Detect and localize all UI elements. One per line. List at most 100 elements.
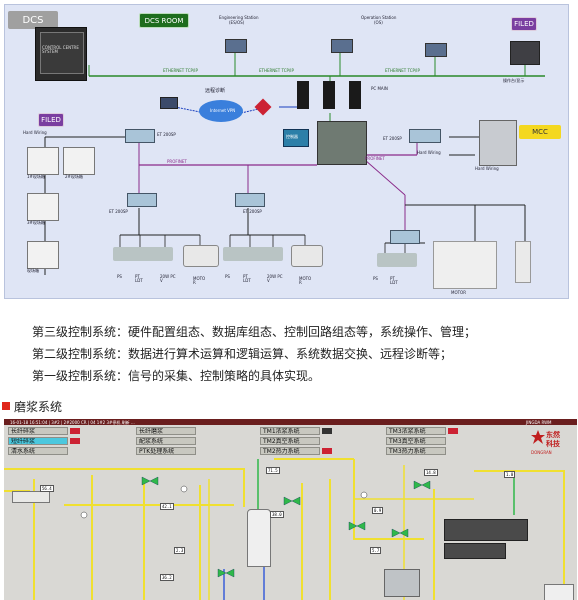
dcs-room-label: DCS ROOM: [139, 13, 189, 28]
hardwiring-label-2: Hard Wiring: [417, 150, 441, 155]
instrument-label-motor-1: MOTO R: [193, 276, 206, 285]
readout-value: 71.5: [266, 467, 280, 474]
dcs-architecture-diagram: DCS CONTROL CENTRE SYSTEM DCS ROOM Engin…: [4, 4, 569, 299]
vessel-bottom-right: [544, 584, 574, 600]
logo-line-2: 科技: [546, 439, 560, 448]
mcc-cabinet: [479, 120, 517, 166]
right-monitor: [510, 41, 540, 65]
scada-button-5[interactable]: 短纤碎浆: [8, 437, 68, 445]
instrument-group-1: [113, 247, 173, 261]
scada-button-11[interactable]: TM2热力系统: [260, 447, 320, 455]
et200-module-1: [125, 129, 155, 143]
instrument-label-pt-2: PT LDT: [243, 274, 251, 283]
readout-value: 0.9: [372, 507, 384, 514]
scada-button-1[interactable]: 长纤碎浆: [8, 427, 68, 435]
scada-button-10[interactable]: PTK处理系统: [136, 447, 196, 455]
et200-module-5: [390, 230, 420, 244]
section-heading: 磨浆系统: [2, 398, 62, 414]
description-level-2: 第二级控制系统：数据进行算术运算和逻辑运算、系统数据交换、远程诊断等；: [32, 347, 453, 361]
status-lamp: [448, 428, 458, 434]
pc-main-3: [349, 81, 361, 109]
engineering-station-sub: (ES/OS): [229, 20, 245, 25]
et200-label-4: ET 200SP: [383, 136, 402, 141]
filed-label-right: FILED: [511, 17, 537, 31]
tank-left: [12, 491, 50, 503]
scada-button-12[interactable]: TM3热力系统: [386, 447, 446, 455]
plc-rack: [317, 121, 367, 165]
field-box-2: [63, 147, 95, 175]
engineering-station-label: Engineering Station: [219, 15, 259, 20]
instrument-label-ps-3: PS: [373, 276, 378, 281]
status-lamp: [322, 428, 332, 434]
profinet-label-1: PROFINET: [167, 159, 187, 164]
panel-right: [444, 519, 528, 541]
field-box-4: [27, 241, 59, 269]
readout-value: 56.4: [40, 485, 54, 492]
description-level-3: 第三级控制系统：硬件配置组态、数据库组态、控制回路组态等，系统操作、管理；: [32, 325, 477, 339]
valve-icon: [141, 476, 151, 486]
readout-value: 14.8: [424, 469, 438, 476]
controller-block: [283, 129, 309, 147]
motor-2: [291, 245, 323, 267]
instrument-label-ps-1: PS: [117, 274, 122, 279]
pc-main-1: [297, 81, 309, 109]
ethernet-label-3: ETHERNET TCP/IP: [385, 68, 420, 73]
motor-1: [183, 245, 219, 267]
scada-button-6[interactable]: 配浆系统: [136, 437, 196, 445]
readout-value: 36.2: [160, 574, 174, 581]
pipe-line: [4, 468, 245, 507]
et200-module-3: [235, 193, 265, 207]
profinet-label-2: PROFINET: [365, 156, 385, 161]
vpn-label: Internet VPN: [210, 108, 236, 113]
valve-icon: [348, 521, 358, 531]
status-lamp: [70, 438, 80, 444]
readout-value: 1.0: [504, 471, 516, 478]
scada-button-2[interactable]: 长纤磨浆: [136, 427, 196, 435]
scada-status-text: 16-01-18 16:51:04 | 3#2 | 2#2000 CR | 04…: [10, 420, 135, 425]
scada-button-3[interactable]: TM1浓浆系统: [260, 427, 320, 435]
readout-value: 2.3: [174, 547, 186, 554]
scada-button-9[interactable]: 清水系统: [8, 447, 68, 455]
status-lamp: [322, 448, 332, 454]
pc-main-label: PC MAIN: [371, 86, 388, 91]
instrument-label-pt-3: PT LDT: [390, 276, 398, 285]
scada-button-8[interactable]: TM3真空系统: [386, 437, 446, 445]
et200-label-2: ET 200SP: [109, 209, 128, 214]
engineering-monitor: [225, 39, 247, 53]
dcs-cabinet: CONTROL CENTRE SYSTEM: [35, 27, 87, 81]
description-level-1: 第一级控制系统：信号的采集、控制策略的具体实现。: [32, 369, 321, 383]
section-marker: [2, 402, 10, 410]
section-title: 磨浆系统: [14, 399, 63, 414]
logo-line-1: 东然: [546, 430, 560, 439]
gauge-icon: [80, 511, 88, 519]
instrument-label-pt-1: PT LDT: [135, 274, 143, 283]
gauge-icon: [360, 491, 368, 499]
valve-icon: [217, 568, 227, 578]
operation-monitor-2: [425, 43, 447, 57]
field-box-label-2: 2#现场箱: [65, 174, 83, 179]
status-lamp: [70, 428, 80, 434]
right-monitor-label: 操作台/显示: [503, 78, 525, 83]
remote-diag-label: 远程诊断: [205, 88, 226, 94]
pipe-line: [353, 459, 424, 540]
readout-value: 5.7: [370, 547, 382, 554]
readout-value: 38.0: [270, 511, 284, 518]
et200-module-4: [409, 129, 441, 143]
refiner-unit: [384, 569, 420, 597]
readout-value: 42.1: [160, 503, 174, 510]
mcc-label: MCC: [519, 125, 561, 139]
scada-top-right-text: JINGDA RWM: [526, 420, 552, 425]
field-box-label-3: 3#现场箱: [27, 220, 45, 225]
vpn-cloud: [199, 100, 243, 122]
scada-button-7[interactable]: TM2真空系统: [260, 437, 320, 445]
valve-icon: [413, 480, 423, 490]
et200-label-1: ET 200SP: [157, 132, 176, 137]
dcs-cabinet-text: CONTROL CENTRE SYSTEM: [42, 45, 79, 54]
scada-button-4[interactable]: TM3浓浆系统: [386, 427, 446, 435]
hardwiring-label-3: Hard Wiring: [475, 166, 499, 171]
instrument-label-ps-2: PS: [225, 274, 230, 279]
logo-sub: DONGRAN: [531, 450, 552, 455]
scada-status-bar: [4, 419, 577, 425]
instrument-label-pcv-1: 20W PC V: [160, 274, 176, 283]
motor-bank-label: MOTOR: [451, 290, 466, 295]
